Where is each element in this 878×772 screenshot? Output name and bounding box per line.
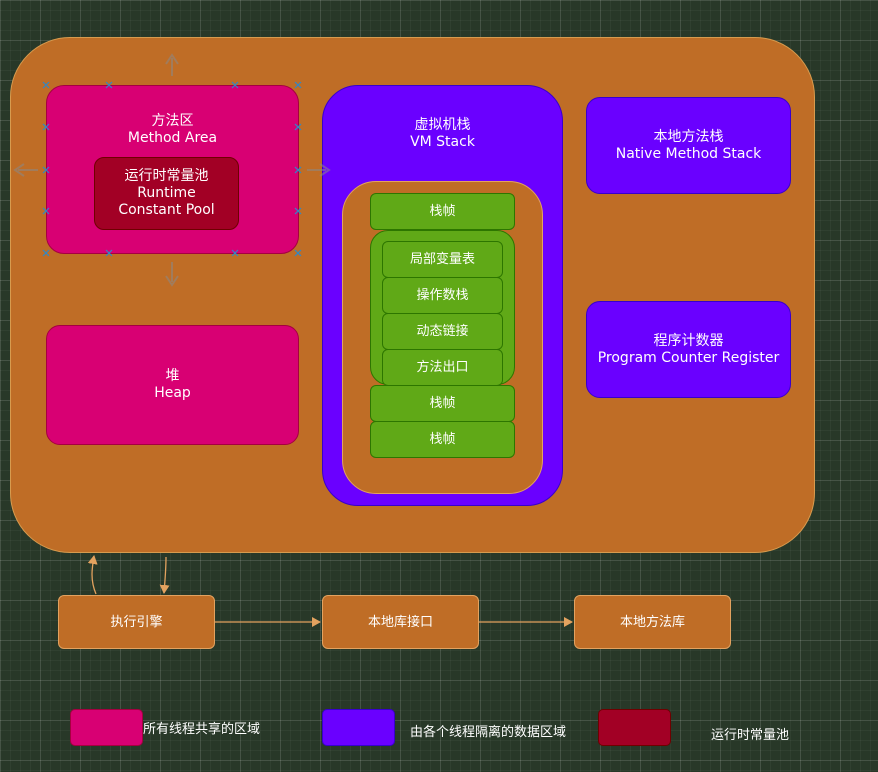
legend-label-shared: 所有线程共享的区域: [143, 722, 261, 737]
pc-register-title-en: Program Counter Register: [597, 349, 780, 366]
vm-stack-title-cn: 虚拟机栈: [414, 117, 471, 133]
legend-swatch-pool: [598, 709, 671, 746]
legend-label-pool: 运行时常量池: [711, 728, 790, 743]
vm-stack-title-en: VM Stack: [410, 134, 475, 150]
native-interface-label: 本地库接口: [367, 614, 433, 630]
native-library-interface[interactable]: 本地库接口: [322, 595, 479, 649]
stack-frame-label: 栈帧: [429, 396, 456, 411]
legend-swatch-shared: [70, 709, 143, 746]
execution-engine[interactable]: 执行引擎: [58, 595, 215, 649]
method-return-address[interactable]: 方法出口: [382, 349, 503, 386]
local-variable-table-label: 局部变量表: [409, 252, 475, 267]
method-area-title-en: Method Area: [127, 130, 218, 146]
native-stack-title-cn: 本地方法栈: [653, 128, 724, 145]
heap-title-cn: 堆: [165, 368, 180, 384]
native-library-label: 本地方法库: [619, 614, 685, 630]
runtime-pool-title-en: Runtime Constant Pool: [118, 185, 215, 218]
local-variable-table[interactable]: 局部变量表: [382, 241, 503, 278]
runtime-constant-pool[interactable]: 运行时常量池 Runtime Constant Pool: [94, 157, 239, 230]
native-stack-title-en: Native Method Stack: [615, 145, 762, 162]
heap-title-en: Heap: [154, 385, 191, 401]
stack-frame-label: 栈帧: [429, 204, 456, 219]
runtime-to-engine-arrow: [159, 556, 170, 594]
stack-frame-top[interactable]: 栈帧: [370, 193, 515, 230]
method-area-title-cn: 方法区: [151, 113, 194, 129]
operand-stack-label: 操作数栈: [416, 288, 469, 303]
engine-to-runtime-arrow: [87, 555, 98, 595]
runtime-pool-title-cn: 运行时常量池: [124, 168, 209, 184]
legend-swatch-isolated: [322, 709, 395, 746]
heap[interactable]: 堆 Heap: [46, 325, 299, 445]
legend-label-isolated: 由各个线程隔离的数据区域: [410, 725, 567, 740]
pc-register-title-cn: 程序计数器: [653, 332, 724, 349]
native-method-stack[interactable]: 本地方法栈 Native Method Stack: [586, 97, 791, 194]
execution-engine-label: 执行引擎: [110, 614, 163, 630]
program-counter-register[interactable]: 程序计数器 Program Counter Register: [586, 301, 791, 398]
dynamic-linking[interactable]: 动态链接: [382, 313, 503, 350]
stack-frame-middle[interactable]: 栈帧: [370, 385, 515, 422]
method-return-address-label: 方法出口: [416, 360, 469, 375]
dynamic-linking-label: 动态链接: [416, 324, 469, 339]
stack-frame-bottom[interactable]: 栈帧: [370, 421, 515, 458]
operand-stack[interactable]: 操作数栈: [382, 277, 503, 314]
native-method-library[interactable]: 本地方法库: [574, 595, 731, 649]
stack-frame-label: 栈帧: [429, 432, 456, 447]
